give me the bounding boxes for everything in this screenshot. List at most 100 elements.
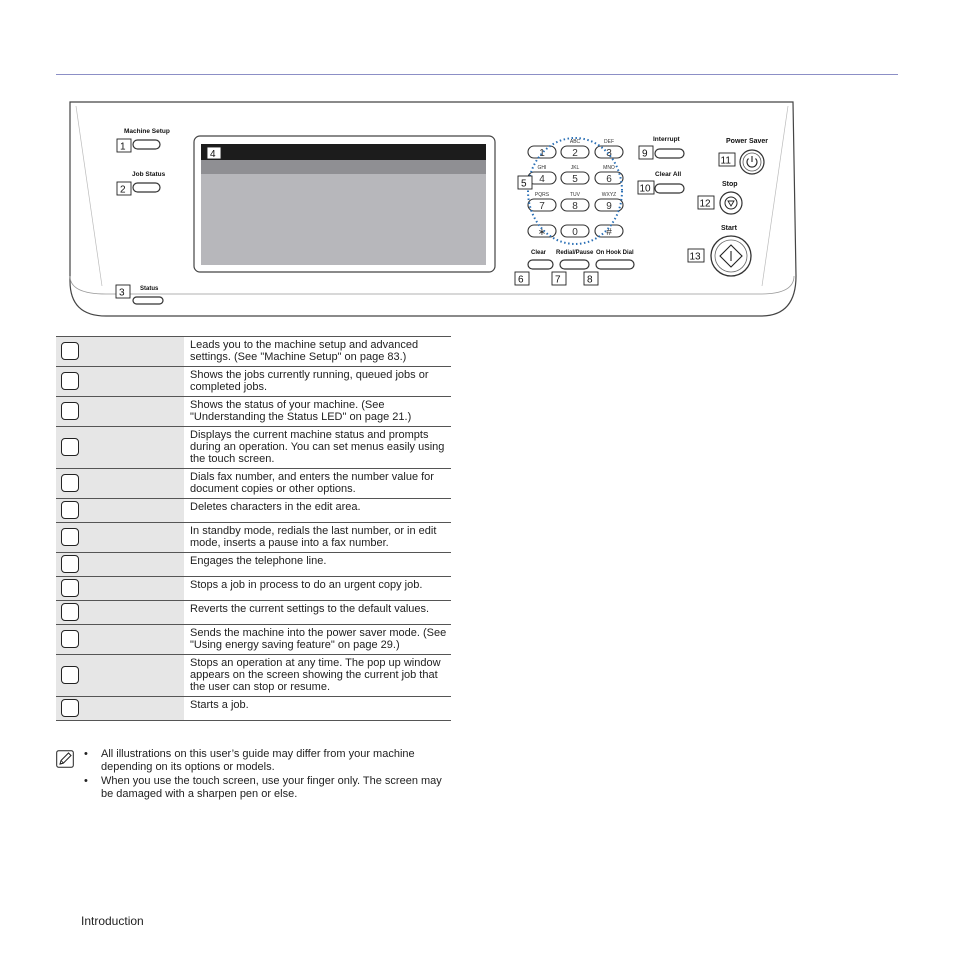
- table-row: Leads you to the machine setup and advan…: [56, 336, 451, 367]
- keypad-key-1[interactable]: [527, 145, 557, 159]
- table-row: Shows the jobs currently running, queued…: [56, 366, 451, 397]
- callout-6: 6: [518, 275, 524, 286]
- stop-icon: [724, 196, 738, 210]
- keypad-digit: 2: [572, 148, 578, 159]
- description-cell: Engages the telephone line.: [184, 552, 451, 577]
- keypad-key-star[interactable]: [527, 224, 557, 238]
- callout-box: [61, 528, 79, 546]
- keypad-digit: 8: [572, 201, 578, 212]
- callout-2: 2: [120, 185, 126, 196]
- callout-box: [61, 630, 79, 648]
- callout-cell: [56, 366, 184, 397]
- callout-box: [61, 372, 79, 390]
- table-row: In standby mode, redials the last number…: [56, 522, 451, 553]
- keypad-key-3[interactable]: [594, 145, 624, 159]
- keypad-digit: 3: [606, 148, 612, 159]
- clear-all-button[interactable]: [654, 183, 685, 194]
- panel-description-table: Leads you to the machine setup and advan…: [56, 336, 451, 721]
- description-cell: Dials fax number, and enters the number …: [184, 468, 451, 499]
- keypad-letters: TUV: [570, 192, 581, 198]
- description-cell: Starts a job.: [184, 696, 451, 721]
- note-pencil-icon: [56, 750, 74, 768]
- keypad-key-2[interactable]: [560, 145, 590, 159]
- callout-cell: [56, 576, 184, 601]
- keypad-letters: MNO: [603, 165, 615, 171]
- table-row: Sends the machine into the power saver m…: [56, 624, 451, 655]
- footer-section-title: Introduction: [81, 914, 144, 928]
- keypad-digit: 1: [539, 148, 545, 159]
- header-rule: [56, 74, 898, 75]
- callout-cell: [56, 624, 184, 655]
- description-cell: Shows the status of your machine. (See "…: [184, 396, 451, 427]
- status-label: Status: [140, 286, 159, 292]
- note-item: When you use the touch screen, use your …: [84, 775, 451, 801]
- clear-all-label: Clear All: [655, 171, 681, 178]
- on-hook-dial-button[interactable]: [595, 259, 635, 270]
- stop-button[interactable]: [719, 191, 743, 215]
- power-icon: [746, 158, 758, 168]
- callout-box: [61, 438, 79, 456]
- description-cell: Stops a job in process to do an urgent c…: [184, 576, 451, 601]
- table-row: Starts a job.: [56, 696, 451, 721]
- interrupt-label: Interrupt: [653, 136, 681, 143]
- on-hook-dial-label: On Hook Dial: [596, 250, 634, 256]
- callout-box: [61, 501, 79, 519]
- note-item: All illustrations on this user’s guide m…: [84, 748, 451, 774]
- keypad-highlight: [527, 137, 623, 245]
- callout-1: 1: [120, 142, 126, 153]
- keypad-letters: ABC: [570, 139, 581, 145]
- keypad-letters: WXYZ: [602, 192, 616, 198]
- redial-pause-button[interactable]: [559, 259, 590, 270]
- callout-8: 8: [587, 275, 593, 286]
- clear-label: Clear: [531, 250, 547, 256]
- job-status-button[interactable]: [132, 182, 161, 193]
- keypad-key-6[interactable]: [594, 171, 624, 185]
- callout-cell: [56, 552, 184, 577]
- table-row: Stops a job in process to do an urgent c…: [56, 576, 451, 601]
- table-row: Reverts the current settings to the defa…: [56, 600, 451, 625]
- description-cell: Displays the current machine status and …: [184, 426, 451, 469]
- callout-3: 3: [119, 288, 125, 299]
- table-row: Displays the current machine status and …: [56, 426, 451, 469]
- keypad-digit: 4: [539, 174, 545, 185]
- callout-13: 13: [690, 252, 702, 263]
- callout-box: [61, 402, 79, 420]
- description-cell: Sends the machine into the power saver m…: [184, 624, 451, 655]
- callout-7: 7: [555, 275, 561, 286]
- callout-cell: [56, 498, 184, 523]
- keypad-letters: JKL: [571, 165, 580, 171]
- keypad-key-8[interactable]: [560, 198, 590, 212]
- keypad-key-9[interactable]: [594, 198, 624, 212]
- keypad-digit: 0: [572, 227, 578, 238]
- table-row: Shows the status of your machine. (See "…: [56, 396, 451, 427]
- keypad-digit: 7: [539, 201, 545, 212]
- note-block: All illustrations on this user’s guide m…: [56, 748, 451, 802]
- callout-box: [61, 699, 79, 717]
- keypad-key-0[interactable]: [560, 224, 590, 238]
- keypad-key-5[interactable]: [560, 171, 590, 185]
- interrupt-button[interactable]: [654, 148, 685, 159]
- redial-pause-label: Redial/Pause: [556, 250, 594, 256]
- keypad-letters: GHI: [538, 165, 547, 171]
- callout-cell: [56, 522, 184, 553]
- table-row: Engages the telephone line.: [56, 552, 451, 577]
- keypad-digit: 9: [606, 201, 612, 212]
- table-row: Stops an operation at any time. The pop …: [56, 654, 451, 697]
- callout-cell: [56, 600, 184, 625]
- callout-box: [61, 666, 79, 684]
- callout-cell: [56, 654, 184, 697]
- callout-cell: [56, 336, 184, 367]
- control-panel-illustration: Machine Setup 1 Job Status 2 Status 3 4 …: [69, 101, 797, 317]
- callout-box: [61, 603, 79, 621]
- clear-button[interactable]: [527, 259, 554, 270]
- callout-5: 5: [521, 179, 527, 190]
- description-cell: Deletes characters in the edit area.: [184, 498, 451, 523]
- callout-box: [61, 474, 79, 492]
- keypad-digit: 5: [572, 174, 578, 185]
- callout-box: [61, 342, 79, 360]
- description-cell: Leads you to the machine setup and advan…: [184, 336, 451, 367]
- machine-setup-button[interactable]: [132, 139, 161, 150]
- description-cell: Stops an operation at any time. The pop …: [184, 654, 451, 697]
- keypad-key-7[interactable]: [527, 198, 557, 212]
